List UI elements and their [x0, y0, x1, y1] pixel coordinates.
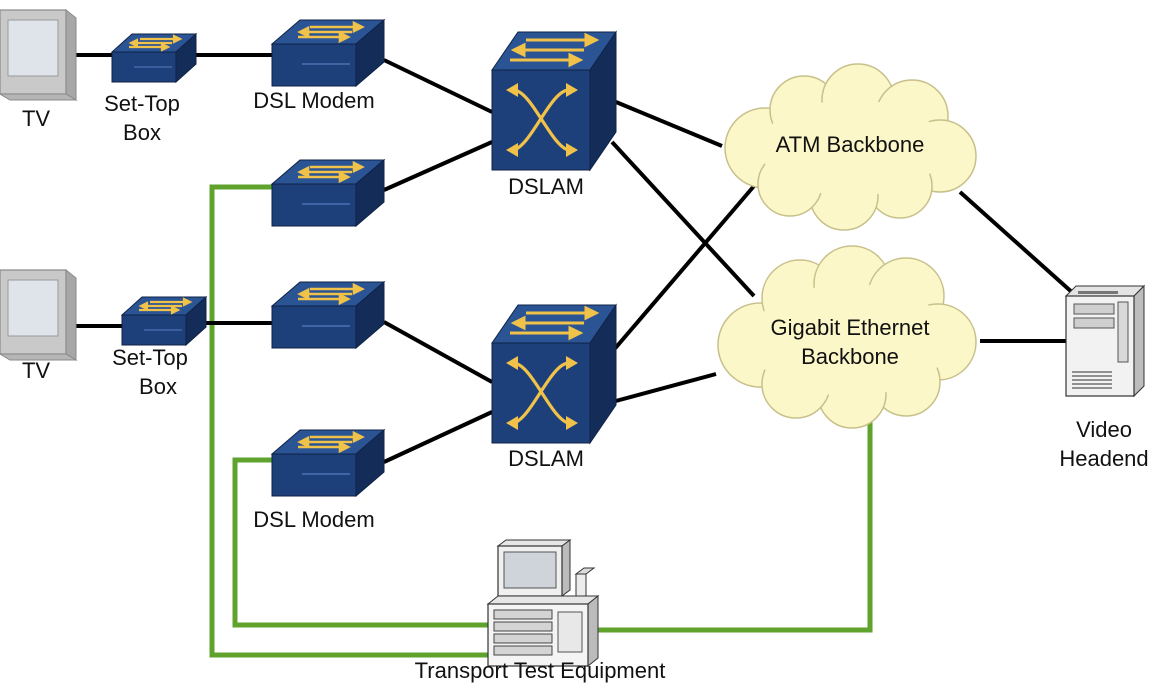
dsl-modem-3-icon: [270, 280, 386, 350]
atm-backbone-cloud: ATM Backbone: [724, 63, 977, 231]
set-top-box-top-icon: [110, 32, 198, 84]
link-dslam1-atm: [615, 100, 723, 148]
dsl-modem-bottom-icon: [270, 428, 386, 498]
dsl-modem-top-icon: [270, 18, 386, 88]
test-link-gige: [590, 420, 873, 633]
dslam-top-icon: [490, 30, 618, 172]
link-dslam2-gige: [611, 372, 717, 404]
video-headend-server-icon: [1064, 284, 1146, 398]
dsl-modem-2-icon: [270, 158, 386, 228]
set-top-box-bottom-label-line1: Set-Top: [112, 345, 188, 370]
gige-backbone-label-line1: Gigabit Ethernet: [771, 315, 930, 340]
tv-bottom-icon: [0, 269, 77, 361]
dslam-top-label: DSLAM: [508, 174, 584, 199]
dslam-bottom-icon: [490, 303, 618, 445]
transport-test-equipment-label: Transport Test Equipment: [415, 658, 666, 683]
set-top-box-bottom-label-line2: Box: [139, 374, 177, 399]
link-modem1-dslam1: [383, 58, 493, 114]
link-atm-headend: [958, 190, 1076, 296]
test-links: [209, 184, 873, 658]
dsl-modem-top-label: DSL Modem: [253, 88, 374, 113]
link-modem3-dslam2: [383, 320, 493, 384]
test-link-modem-2: [209, 184, 500, 658]
link-dslam2-atm: [610, 184, 756, 354]
tv-top-icon: [0, 9, 77, 101]
atm-backbone-label: ATM Backbone: [776, 132, 925, 157]
gige-backbone-cloud: Gigabit Ethernet Backbone: [717, 245, 977, 429]
set-top-box-bottom-icon: [120, 295, 208, 347]
link-modem2-dslam1: [383, 140, 493, 192]
tv-top-label: TV: [22, 106, 50, 131]
link-dslam1-gige: [610, 140, 756, 298]
transport-test-equipment-icon: [486, 539, 600, 668]
network-links: [74, 53, 1076, 464]
test-link-modem-4: [232, 457, 500, 628]
set-top-box-top-label-line1: Set-Top: [104, 91, 180, 116]
video-headend-label-line2: Headend: [1059, 446, 1148, 471]
tv-bottom-label: TV: [22, 358, 50, 383]
video-headend-label-line1: Video: [1076, 417, 1132, 442]
dsl-modem-bottom-label: DSL Modem: [253, 507, 374, 532]
link-modem4-dslam2: [383, 410, 493, 464]
gige-backbone-label-line2: Backbone: [801, 344, 899, 369]
set-top-box-top-label-line2: Box: [123, 120, 161, 145]
dslam-bottom-label: DSLAM: [508, 446, 584, 471]
